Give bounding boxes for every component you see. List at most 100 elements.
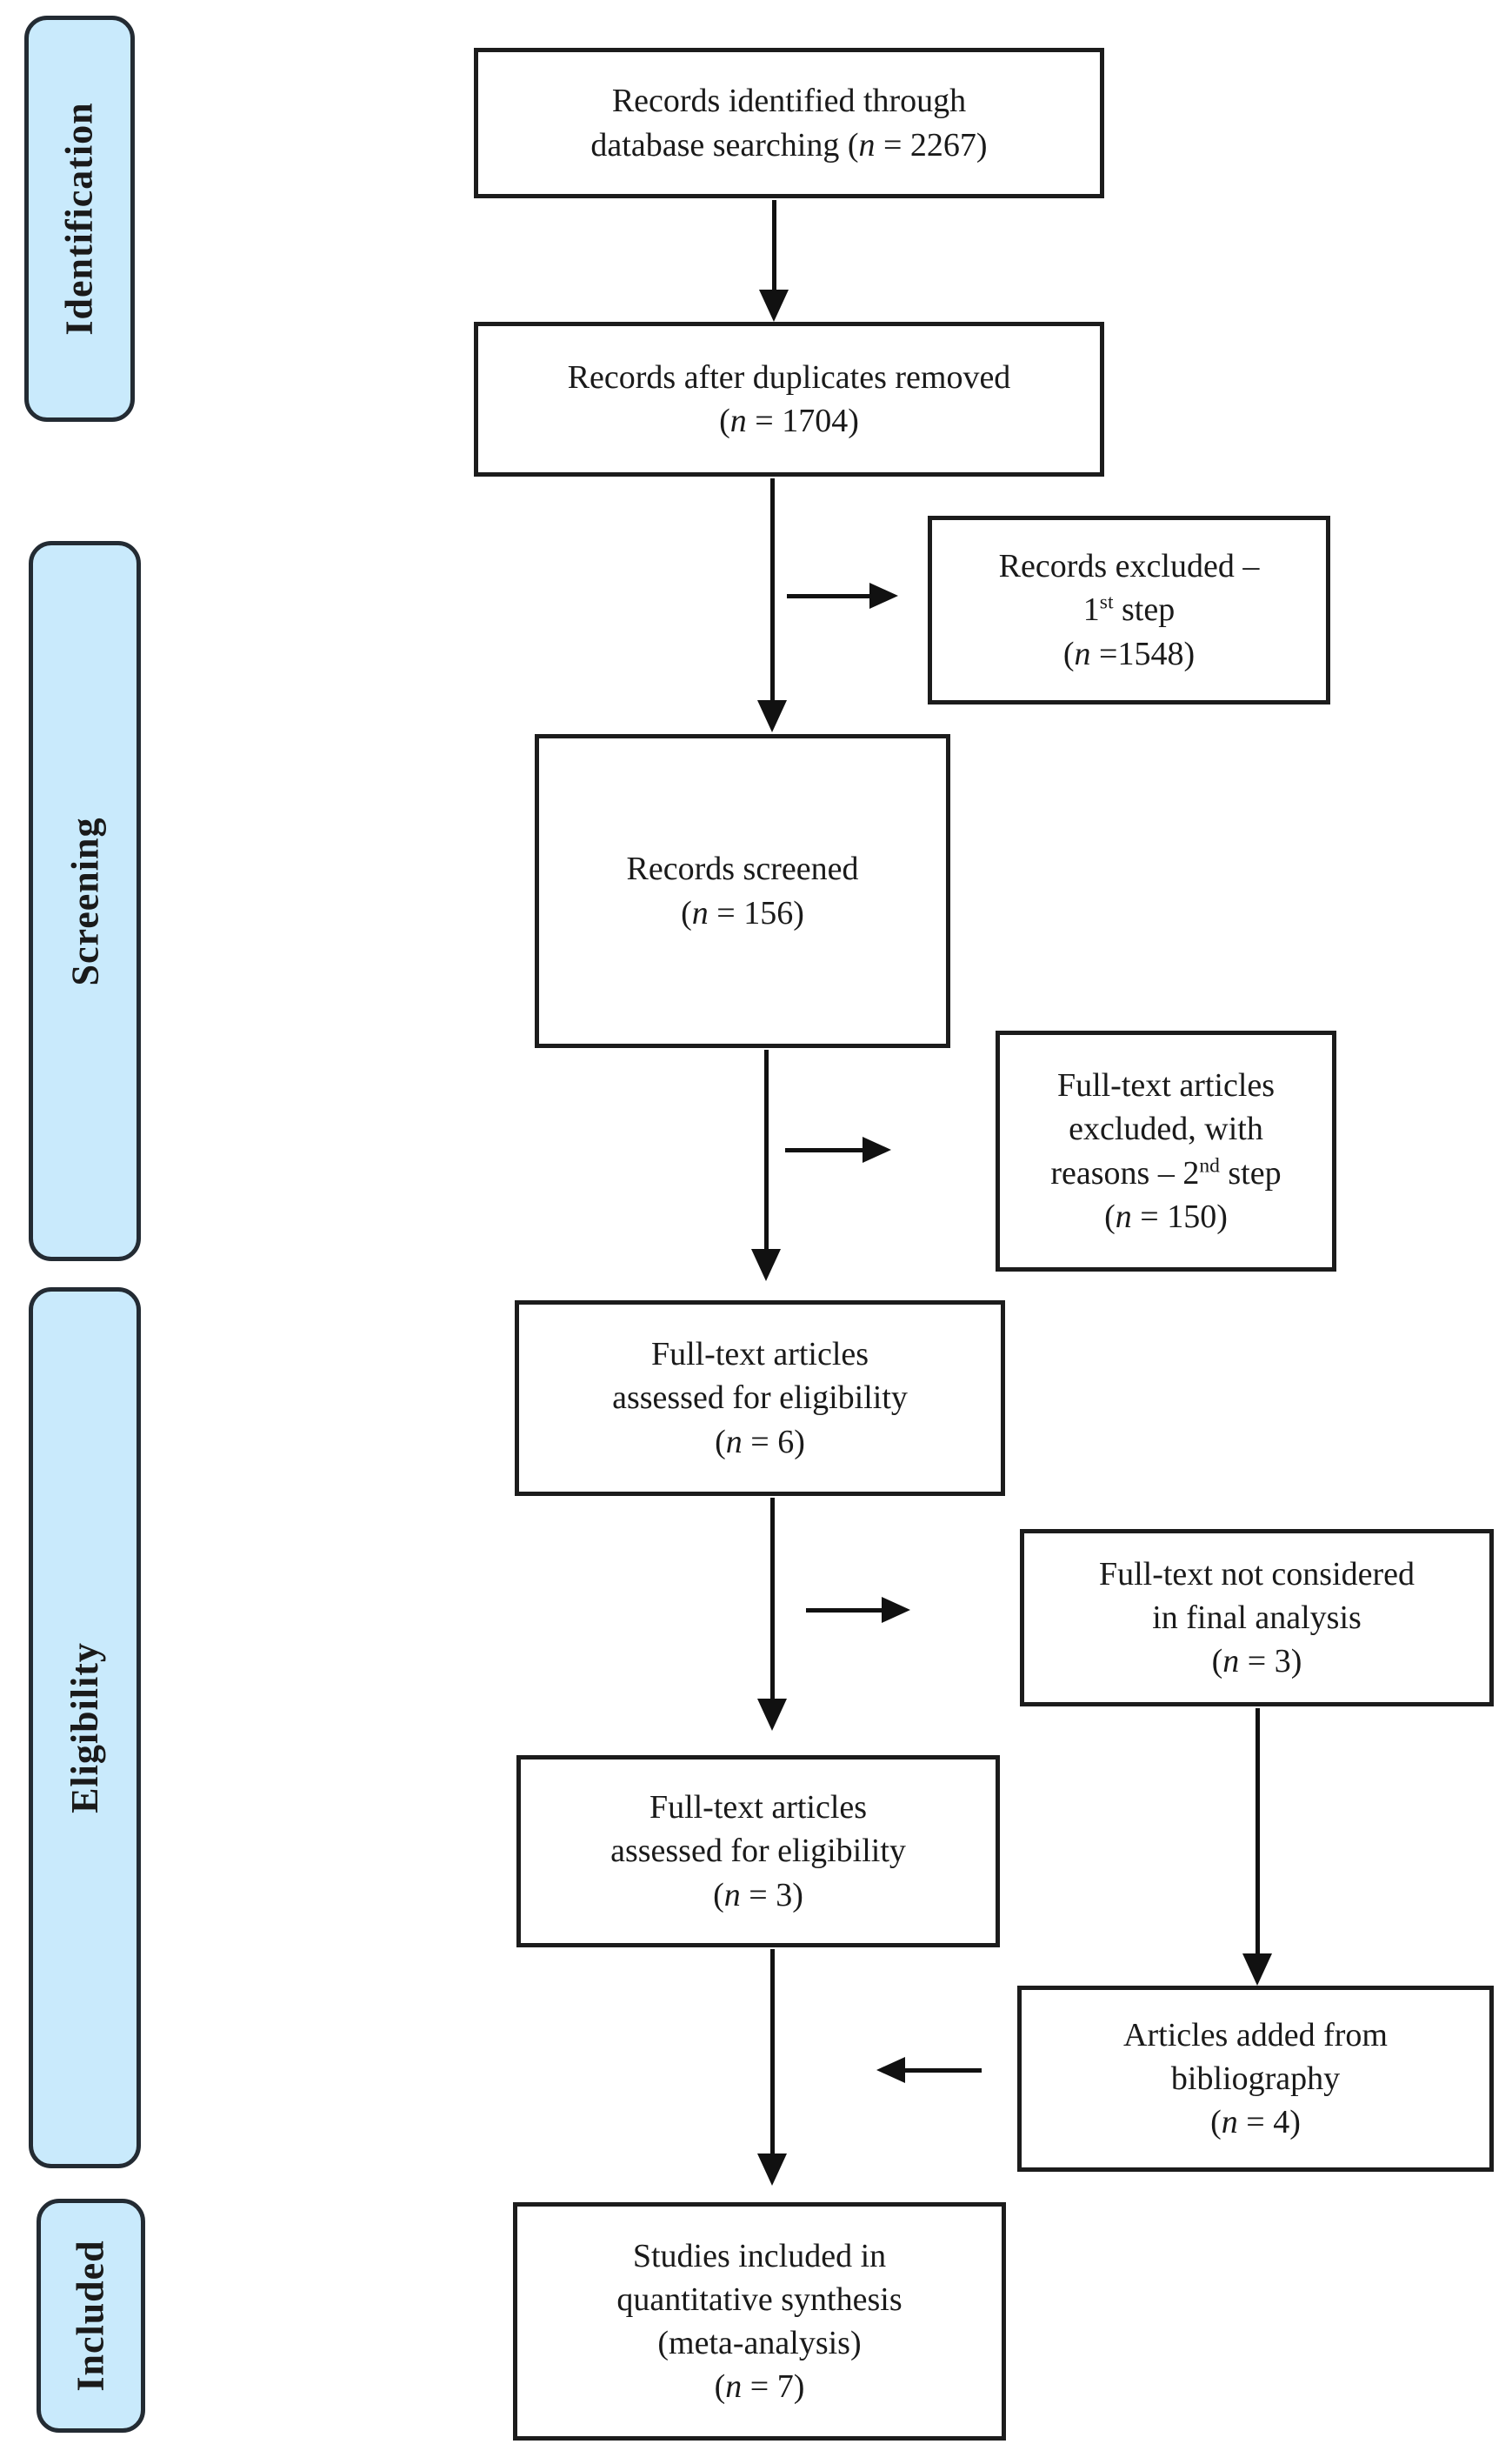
box-text: ( xyxy=(1211,1643,1223,1680)
box-text: ( xyxy=(714,2368,726,2406)
box-text: assessed for eligibility xyxy=(612,1379,908,1417)
box-line: (n = 3) xyxy=(713,1873,803,1917)
n-symbol: n xyxy=(723,1876,741,1913)
box-text: ( xyxy=(719,403,730,439)
stage-eligibility-label: Eligibility xyxy=(63,1642,107,1813)
box-line: Studies included in xyxy=(633,2234,886,2278)
arrow-from-bibliography-shaft xyxy=(905,2068,982,2073)
stage-eligibility: Eligibility xyxy=(29,1287,141,2168)
box-text: = 156) xyxy=(708,894,804,932)
box-text: ( xyxy=(1062,635,1075,672)
arrow-assessed6-to-assessed3-head xyxy=(757,1699,787,1731)
box-line: bibliography xyxy=(1171,2057,1340,2100)
stage-identification: Identification xyxy=(24,16,135,422)
ordinal-superscript: st xyxy=(1099,591,1114,614)
box-text: ( xyxy=(713,1876,724,1913)
box-text: quantitative synthesis xyxy=(616,2280,903,2318)
arrow-assessed6-to-assessed3-shaft xyxy=(770,1498,775,1699)
box-fulltext-assessed-6: Full-text articles assessed for eligibil… xyxy=(515,1300,1005,1496)
n-symbol: n xyxy=(729,403,747,439)
box-line: Full-text articles xyxy=(651,1332,869,1376)
box-line: (n = 150) xyxy=(1104,1195,1228,1239)
arrow-to-records-excluded-head xyxy=(869,583,898,609)
box-text: = 7) xyxy=(742,2368,805,2406)
box-line: Records excluded – xyxy=(999,544,1260,588)
box-line: database searching (n = 2267) xyxy=(590,124,987,167)
arrow-to-not-considered-head xyxy=(882,1597,910,1623)
box-line: quantitative synthesis xyxy=(616,2278,902,2321)
ordinal-superscript: nd xyxy=(1199,1153,1220,1177)
box-records-screened: Records screened (n = 156) xyxy=(535,734,950,1048)
arrow-duplicates-to-screened-shaft xyxy=(770,478,775,701)
box-text: Full-text not considered xyxy=(1098,1555,1415,1593)
box-text: = 2267) xyxy=(875,126,988,164)
box-text: step xyxy=(1113,591,1176,629)
box-not-considered: Full-text not considered in final analys… xyxy=(1020,1529,1494,1706)
box-studies-included: Studies included in quantitative synthes… xyxy=(513,2202,1006,2441)
box-text: = 3) xyxy=(1239,1643,1302,1680)
box-line: (n = 156) xyxy=(681,891,804,935)
stage-included-label: Included xyxy=(70,2240,113,2392)
box-text: =1548) xyxy=(1090,635,1196,672)
box-fulltext-excluded: Full-text articles excluded, with reason… xyxy=(996,1031,1336,1272)
arrow-screened-to-assessed6-head xyxy=(751,1249,781,1281)
box-text: database searching ( xyxy=(590,126,859,164)
n-symbol: n xyxy=(1222,1643,1240,1680)
box-text: (meta-analysis) xyxy=(657,2325,862,2361)
box-text: = 150) xyxy=(1131,1198,1228,1235)
arrow-notconsidered-to-bibliography-shaft xyxy=(1256,1708,1260,1954)
box-text: step xyxy=(1219,1154,1282,1192)
box-text: Full-text articles xyxy=(1056,1067,1276,1105)
n-symbol: n xyxy=(1115,1198,1132,1235)
box-line: Articles added from xyxy=(1123,2013,1388,2057)
box-text: Studies included in xyxy=(632,2237,887,2274)
arrow-duplicates-to-screened-head xyxy=(757,700,787,732)
stage-screening: Screening xyxy=(29,541,141,1261)
box-line: (n =1548) xyxy=(1063,632,1195,676)
arrow-to-fulltext-excluded-head xyxy=(863,1137,891,1163)
stage-identification-label: Identification xyxy=(58,102,102,336)
n-symbol: n xyxy=(1074,635,1091,672)
n-symbol: n xyxy=(1221,2104,1238,2141)
box-text: ( xyxy=(1104,1198,1116,1235)
box-line: (n = 6) xyxy=(715,1420,805,1464)
box-text: ( xyxy=(1210,2104,1222,2141)
n-symbol: n xyxy=(725,1423,743,1460)
arrow-notconsidered-to-bibliography-head xyxy=(1242,1953,1272,1986)
box-line: Full-text not considered xyxy=(1099,1553,1415,1596)
box-text: Records excluded – xyxy=(998,548,1260,585)
box-text: Records after duplicates removed xyxy=(567,358,1011,396)
box-text: excluded, with xyxy=(1069,1111,1263,1148)
arrow-identified-to-duplicates-shaft xyxy=(772,200,776,290)
n-symbol: n xyxy=(691,894,709,932)
box-text: Records identified through xyxy=(611,83,967,120)
box-text: Full-text articles xyxy=(650,1336,869,1373)
box-text: assessed for eligibility xyxy=(610,1833,906,1870)
box-line: in final analysis xyxy=(1152,1596,1362,1639)
box-line: assessed for eligibility xyxy=(612,1376,908,1419)
box-text: ( xyxy=(681,894,692,932)
box-text: = 4) xyxy=(1237,2104,1301,2141)
box-line: (n = 7) xyxy=(715,2365,805,2408)
n-symbol: n xyxy=(858,126,876,164)
box-line: Records identified through xyxy=(612,79,966,123)
arrow-to-records-excluded-shaft xyxy=(787,594,869,598)
box-text: in final analysis xyxy=(1152,1599,1362,1636)
box-line: assessed for eligibility xyxy=(610,1829,906,1873)
box-line: (n = 3) xyxy=(1212,1639,1302,1683)
box-text: ( xyxy=(715,1423,726,1460)
box-text: = 6) xyxy=(742,1423,805,1460)
box-text: = 3) xyxy=(740,1876,803,1913)
arrow-to-not-considered-shaft xyxy=(806,1608,882,1613)
box-text: = 1704) xyxy=(746,403,859,439)
box-line: (meta-analysis) xyxy=(657,2321,861,2365)
stage-screening-label: Screening xyxy=(63,817,106,985)
stage-included: Included xyxy=(37,2199,145,2433)
box-line: Full-text articles xyxy=(1057,1064,1275,1107)
box-text: Records screened xyxy=(626,851,859,888)
box-text: Articles added from xyxy=(1123,2016,1388,2053)
arrow-assessed3-to-included-shaft xyxy=(770,1949,775,2154)
arrow-identified-to-duplicates-head xyxy=(759,290,789,322)
box-line: (n = 4) xyxy=(1210,2100,1301,2144)
box-records-identified: Records identified through database sear… xyxy=(474,48,1104,198)
